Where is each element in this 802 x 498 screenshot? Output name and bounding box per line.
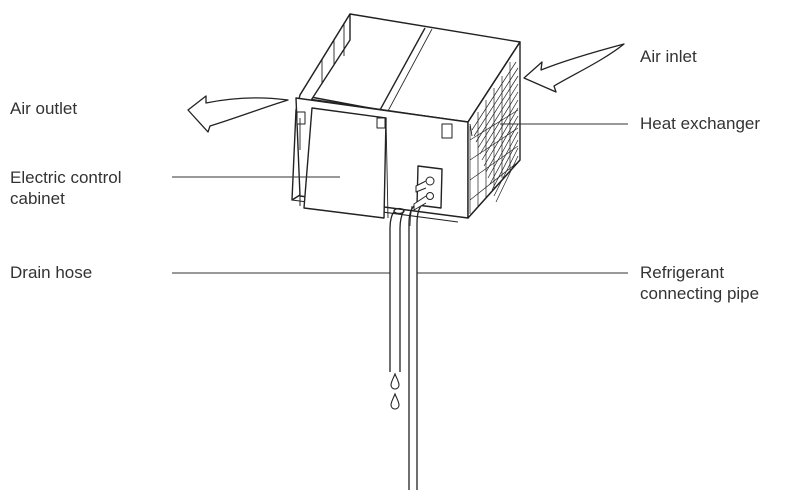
water-drop-icon — [390, 372, 400, 410]
label-air-inlet: Air inlet — [640, 46, 697, 67]
refrigerant-pipe-inner — [416, 205, 422, 490]
drain-hose-outer — [389, 211, 395, 372]
label-refrigerant-line1: Refrigerant — [640, 263, 725, 282]
label-heat-exchanger-text: Heat exchanger — [640, 114, 761, 133]
label-air-outlet: Air outlet — [10, 98, 77, 119]
heat-exchanger-mesh — [469, 61, 519, 214]
leader-lines — [172, 123, 628, 274]
label-drain-hose: Drain hose — [10, 262, 92, 283]
water-drop-icon — [390, 392, 400, 410]
label-air-inlet-text: Air inlet — [640, 47, 697, 66]
refrigerant-connecting-pipe — [408, 205, 422, 490]
drain-hose — [389, 207, 405, 372]
label-drain-hose-text: Drain hose — [10, 263, 93, 282]
label-electric-control-line2: cabinet — [10, 189, 65, 208]
label-electric-control-cabinet: Electric control cabinet — [10, 167, 121, 209]
label-refrigerant-line2: connecting pipe — [640, 284, 760, 303]
label-air-outlet-text: Air outlet — [10, 99, 78, 118]
drain-hose-inner — [399, 209, 405, 372]
electric-control-cabinet-cover — [303, 107, 387, 219]
top-panel-seam — [379, 27, 426, 111]
refrigerant-pipe-outer — [408, 205, 415, 490]
air-inlet-arrow-icon — [523, 43, 625, 93]
label-refrigerant-connecting-pipe: Refrigerant connecting pipe — [640, 262, 759, 304]
label-electric-control-line1: Electric control — [10, 168, 122, 187]
air-outlet-arrow-icon — [187, 95, 289, 133]
water-drop-icon — [390, 372, 400, 390]
label-heat-exchanger: Heat exchanger — [640, 113, 760, 134]
